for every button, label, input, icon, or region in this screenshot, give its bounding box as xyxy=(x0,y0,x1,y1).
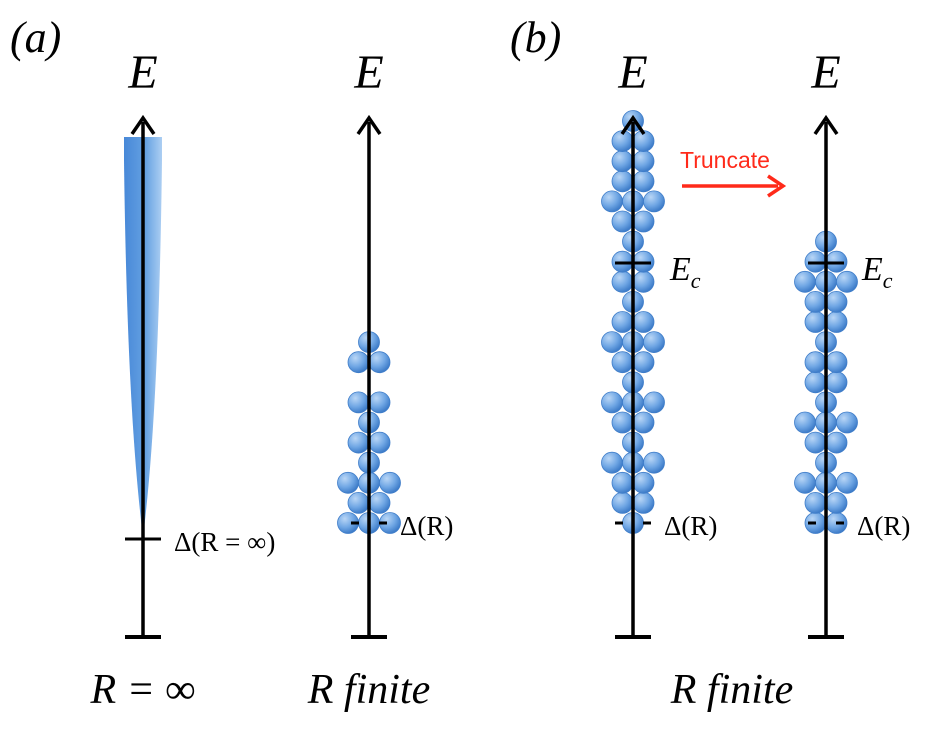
energy-level-ball xyxy=(804,290,827,313)
energy-level-ball xyxy=(794,270,816,293)
energy-level-ball xyxy=(601,190,623,213)
energy-level-ball xyxy=(337,471,359,494)
energy-level-ball xyxy=(804,431,827,454)
energy-level-ball xyxy=(601,331,623,354)
panel-b-bottom-label: R finite xyxy=(670,667,793,713)
energy-level-ball xyxy=(632,270,655,293)
cutoff-label: Ec xyxy=(669,251,701,293)
energy-level-ball xyxy=(611,351,634,374)
bottom-label: R = ∞ xyxy=(90,667,196,713)
energy-level-ball xyxy=(611,411,634,434)
energy-level-ball xyxy=(836,270,858,293)
energy-level-ball xyxy=(611,270,634,293)
energy-level-ball xyxy=(825,290,848,313)
energy-level-ball xyxy=(368,391,391,414)
energy-level-ball xyxy=(368,431,391,454)
axis-arrowhead xyxy=(130,114,156,135)
arrow-head xyxy=(767,174,787,198)
energy-level-ball xyxy=(632,170,655,193)
energy-level-ball xyxy=(825,491,848,514)
energy-level-ball xyxy=(632,351,655,374)
energy-level-ball xyxy=(611,471,634,494)
axis-a-finite: E Δ(R) R finite xyxy=(307,46,454,713)
truncate-label: Truncate xyxy=(680,147,770,173)
energy-level-ball xyxy=(804,491,827,514)
energy-level-ball xyxy=(632,471,655,494)
panel-b-label: (b) xyxy=(510,13,561,62)
gap-label: Δ(R = ∞) xyxy=(174,527,275,557)
truncate-arrow: Truncate xyxy=(680,147,787,198)
energy-label: E xyxy=(617,46,647,99)
energy-level-ball xyxy=(804,351,827,374)
energy-level-ball xyxy=(643,391,665,414)
axis-a-continuum: E Δ(R = ∞) R = ∞ xyxy=(90,46,276,713)
energy-level-ball xyxy=(825,431,848,454)
cutoff-label: Ec xyxy=(861,251,893,293)
gap-label: Δ(R) xyxy=(857,511,910,541)
energy-level-ball xyxy=(825,351,848,374)
energy-label: E xyxy=(353,46,383,99)
energy-level-ball xyxy=(632,491,655,514)
energy-level-ball xyxy=(643,331,665,354)
energy-level-ball xyxy=(611,491,634,514)
energy-level-ball xyxy=(643,190,665,213)
energy-level-ball xyxy=(825,311,848,333)
energy-level-ball xyxy=(368,351,391,374)
energy-level-ball xyxy=(347,431,370,454)
energy-level-ball xyxy=(347,491,370,514)
energy-level-ball xyxy=(804,311,827,333)
bottom-label: R finite xyxy=(307,667,430,713)
energy-level-ball xyxy=(643,451,665,474)
energy-level-ball xyxy=(601,451,623,474)
axis-b-truncated: E Ec Δ(R) xyxy=(794,46,910,639)
energy-levels xyxy=(337,331,401,534)
energy-level-ball xyxy=(601,391,623,414)
energy-level-ball xyxy=(611,210,634,233)
energy-level-ball xyxy=(794,411,816,434)
gap-label: Δ(R) xyxy=(400,511,453,541)
energy-level-ball xyxy=(632,150,655,173)
energy-level-ball xyxy=(825,371,848,394)
energy-level-ball xyxy=(632,411,655,434)
gap-label: Δ(R) xyxy=(664,511,717,541)
axis-arrowhead xyxy=(356,114,382,135)
energy-level-ball xyxy=(347,391,370,414)
energy-level-ball xyxy=(611,150,634,173)
energy-level-ball xyxy=(794,471,816,494)
energy-level-ball xyxy=(379,471,401,494)
energy-level-ball xyxy=(347,351,370,374)
axis-b-full: E Ec Δ(R) xyxy=(601,46,717,639)
energy-level-ball xyxy=(836,471,858,494)
energy-level-ball xyxy=(632,210,655,233)
energy-level-ball xyxy=(804,371,827,394)
energy-level-ball xyxy=(611,311,634,333)
energy-level-ball xyxy=(611,170,634,193)
energy-level-ball xyxy=(836,411,858,434)
energy-label: E xyxy=(127,46,157,99)
axis-arrowhead xyxy=(813,114,839,135)
energy-level-ball xyxy=(368,491,391,514)
energy-level-ball xyxy=(632,311,655,333)
axis-arrowhead xyxy=(620,114,646,135)
panel-a-label: (a) xyxy=(10,13,61,62)
energy-label: E xyxy=(810,46,840,99)
energy-levels xyxy=(794,230,858,534)
